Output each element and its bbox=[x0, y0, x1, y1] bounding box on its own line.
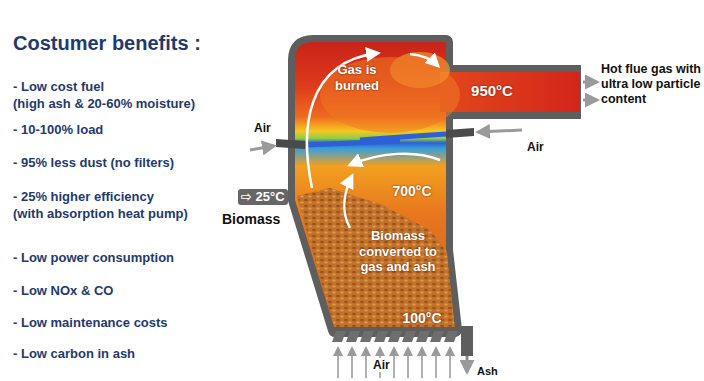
air-label: Air bbox=[527, 140, 544, 154]
grate-part bbox=[332, 331, 346, 342]
zone-label: Biomass converted to gas and ash bbox=[356, 228, 440, 275]
grate-part bbox=[360, 331, 374, 342]
benefit-item: - Low maintenance costs bbox=[13, 315, 168, 331]
grate bbox=[330, 327, 462, 378]
grate-part bbox=[416, 331, 430, 342]
benefit-item: - Low NOx & CO bbox=[13, 283, 113, 299]
grate-part bbox=[351, 348, 353, 378]
biomass-bed bbox=[297, 188, 455, 330]
grate-part bbox=[346, 331, 360, 342]
temperature-label: 100°C bbox=[392, 310, 452, 327]
temperature-label: ⇨ 25°C bbox=[238, 189, 288, 205]
flue-gas-arrows bbox=[583, 82, 597, 100]
ash-label: Ash bbox=[477, 365, 498, 378]
air-label: Air bbox=[254, 121, 271, 135]
grate-part bbox=[421, 348, 423, 378]
grate-part bbox=[430, 331, 444, 342]
benefit-item: - Low cost fuel bbox=[13, 79, 104, 95]
temperature-label: 950°C bbox=[462, 82, 522, 100]
grate-part bbox=[337, 348, 339, 378]
benefit-item: - Low carbon in ash bbox=[13, 346, 135, 362]
input-label: Biomass bbox=[222, 211, 280, 228]
air-inlets bbox=[250, 128, 522, 150]
grate-part bbox=[374, 331, 388, 342]
benefit-item: - 10-100% load bbox=[13, 122, 103, 138]
benefit-item: - Low power consumption bbox=[13, 250, 174, 266]
flame-swirl bbox=[320, 52, 460, 133]
furnace-wall bbox=[295, 42, 593, 330]
benefit-item: - 95% less dust (no filters) bbox=[13, 155, 174, 171]
benefit-item: - 25% higher efficiency bbox=[13, 189, 154, 205]
heading: Costumer benefits : bbox=[13, 31, 201, 55]
grate-part bbox=[407, 348, 409, 378]
ash-outlet bbox=[461, 326, 473, 372]
output-label: Hot flue gas with ultra low particle con… bbox=[601, 62, 702, 107]
grate-part bbox=[388, 331, 402, 342]
zone-label: Gas is burned bbox=[322, 62, 392, 93]
benefit-item: (high ash & 20-60% moisture) bbox=[13, 96, 195, 112]
grate-part bbox=[449, 348, 451, 378]
temperature-label: 700°C bbox=[382, 183, 442, 200]
grate-part bbox=[444, 331, 458, 342]
grate-part bbox=[330, 327, 462, 331]
grate-part bbox=[402, 331, 416, 342]
grate-part bbox=[393, 348, 395, 378]
grate-part bbox=[365, 348, 367, 378]
gas-flow-arrows bbox=[307, 53, 440, 228]
air-label: Air bbox=[371, 358, 392, 372]
benefit-item: (with absorption heat pump) bbox=[13, 206, 188, 222]
grate-part bbox=[435, 348, 437, 378]
